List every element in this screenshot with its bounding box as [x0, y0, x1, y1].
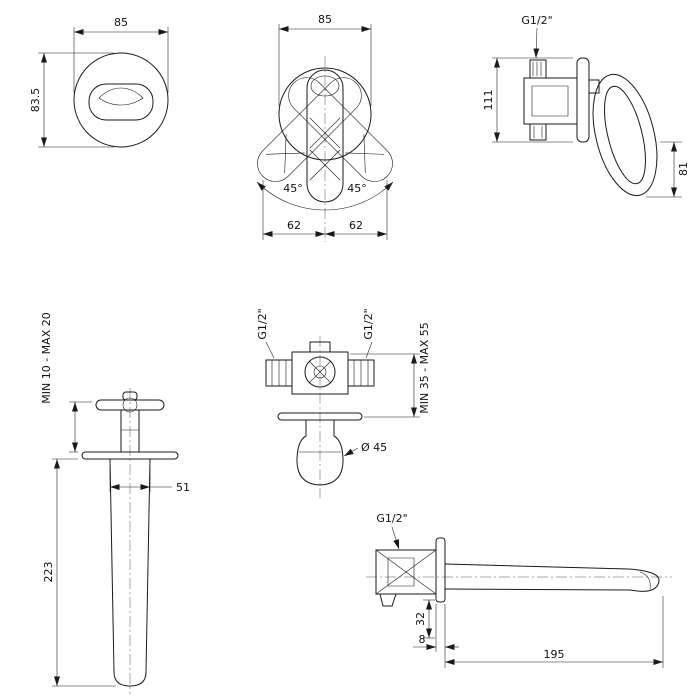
dim-plate-thickness-label: 8 — [419, 633, 426, 646]
outlet-bulb — [296, 419, 344, 486]
dim-offset-right-label: 62 — [349, 219, 363, 232]
wall-plate — [435, 537, 446, 603]
cross-handle-top — [122, 391, 138, 401]
view-column-spout: MIN 10 - MAX 20 51 223 — [40, 312, 190, 694]
spout-profile — [444, 563, 660, 592]
dim-depth-range-label: MIN 35 - MAX 55 — [418, 322, 431, 413]
view-valve-front: G1/2" G1/2" MIN 35 - MAX 55 Ø 45 — [256, 308, 431, 498]
lever-ghost-right — [288, 77, 393, 182]
dim-height-label: 83.5 — [29, 88, 42, 113]
valve-body-inner — [531, 85, 569, 117]
view-mixer-side: G1/2" 111 81 — [482, 14, 690, 198]
cartridge-circle — [304, 356, 336, 388]
angle-right-label: 45° — [347, 182, 367, 195]
lever-ghost-left — [257, 77, 362, 182]
thread-label: G1/2" — [521, 14, 552, 27]
lever-handle — [306, 69, 344, 203]
dim-body-height-label: 111 — [482, 90, 495, 111]
dim-width-label: 85 — [318, 13, 332, 26]
cartridge-stem — [309, 341, 331, 353]
dim-spout-length-label: 195 — [544, 648, 565, 661]
union-nut — [387, 557, 415, 587]
spout-tip-detail — [639, 571, 651, 590]
thread-left-label: G1/2" — [256, 308, 269, 339]
thread-right-label: G1/2" — [362, 308, 375, 339]
handle-grip-detail — [98, 87, 144, 106]
inlet-fitting — [529, 59, 547, 79]
dim-spout-width-label: 51 — [176, 481, 190, 494]
escutcheon-circle — [73, 52, 169, 148]
thread-hatch — [271, 359, 369, 387]
valve-body — [523, 77, 578, 125]
wall-plate — [576, 57, 590, 143]
column-body — [109, 458, 151, 687]
handle-front-shape — [88, 83, 154, 121]
lever-head-detail — [310, 75, 340, 97]
inlet-thread-hatch — [532, 61, 542, 77]
swing-arc-right — [324, 181, 394, 211]
concealed-body — [375, 549, 437, 595]
dim-diameter-label: Ø 45 — [361, 441, 387, 454]
lever-hatch — [309, 117, 341, 181]
dim-column-height-label: 223 — [42, 562, 55, 583]
dim-outlet-offset-label: 32 — [414, 612, 427, 626]
loop-handle — [592, 73, 658, 197]
outlet-thread-hatch — [533, 125, 543, 139]
flange-plate — [81, 451, 179, 460]
dim-width-label: 85 — [114, 16, 128, 29]
handle-hub — [588, 79, 600, 94]
thread-label: G1/2" — [376, 512, 407, 525]
outlet-fitting — [529, 123, 547, 141]
dim-depth-range-label: MIN 10 - MAX 20 — [40, 312, 53, 403]
view-handle-front-round: 85 83.5 — [29, 16, 169, 148]
escutcheon-circle — [278, 67, 372, 161]
cross-handle-hub — [122, 397, 138, 413]
angle-left-label: 45° — [283, 182, 303, 195]
dim-handle-height-label: 81 — [677, 162, 690, 176]
view-wall-spout-side: G1/2" 32 8 195 — [366, 512, 672, 668]
trim-plate — [277, 412, 363, 421]
dim-offset-left-label: 62 — [287, 219, 301, 232]
swing-arc-left — [256, 181, 326, 211]
view-lever-swing-front: 45° 45° 85 62 62 — [256, 13, 394, 242]
body-bracket — [379, 593, 397, 607]
